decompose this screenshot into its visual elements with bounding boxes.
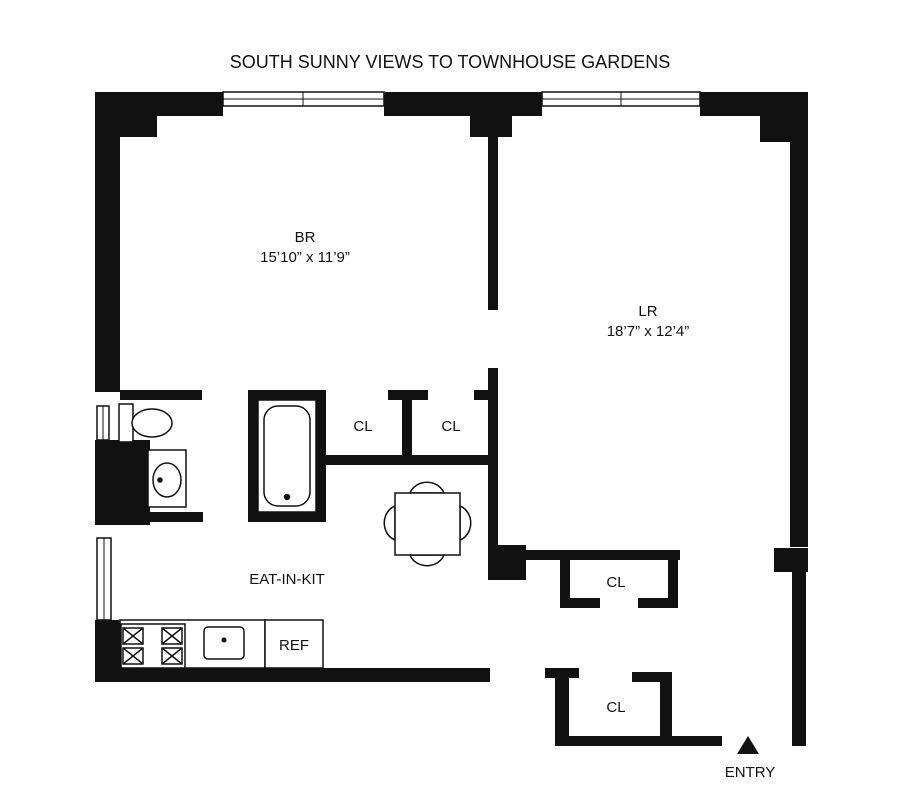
entry-label: ENTRY bbox=[725, 764, 776, 781]
dining-table-icon bbox=[383, 481, 472, 567]
bathroom-sink-icon bbox=[147, 449, 187, 508]
window-living-room bbox=[541, 91, 701, 107]
bedroom-dimensions: 15’10” x 11’9” bbox=[260, 249, 350, 266]
living-room-dimensions: 18’7” x 12’4” bbox=[607, 323, 690, 340]
plan-title: SOUTH SUNNY VIEWS TO TOWNHOUSE GARDENS bbox=[230, 52, 670, 72]
kitchen-name: EAT-IN-KIT bbox=[249, 571, 325, 588]
kitchen-sink-icon bbox=[203, 626, 245, 660]
closet-label-hall-right: CL bbox=[441, 418, 460, 435]
interior-walls bbox=[120, 135, 722, 746]
exterior-walls bbox=[95, 92, 808, 746]
entry-arrow-icon bbox=[737, 736, 759, 754]
window-bedroom bbox=[222, 91, 385, 107]
window-kitchen bbox=[96, 537, 112, 621]
closet-label-hall-left: CL bbox=[353, 418, 372, 435]
refrigerator-label: REF bbox=[279, 637, 309, 654]
refrigerator-icon bbox=[264, 619, 324, 669]
window-bathroom bbox=[96, 405, 110, 441]
stove-icon bbox=[120, 623, 186, 669]
toilet-icon bbox=[118, 403, 173, 443]
bathtub-icon bbox=[257, 399, 317, 513]
bedroom-name: BR bbox=[295, 229, 316, 246]
closet-label-entry: CL bbox=[606, 699, 625, 716]
living-room-name: LR bbox=[638, 303, 657, 320]
closet-label-living-room: CL bbox=[606, 574, 625, 591]
